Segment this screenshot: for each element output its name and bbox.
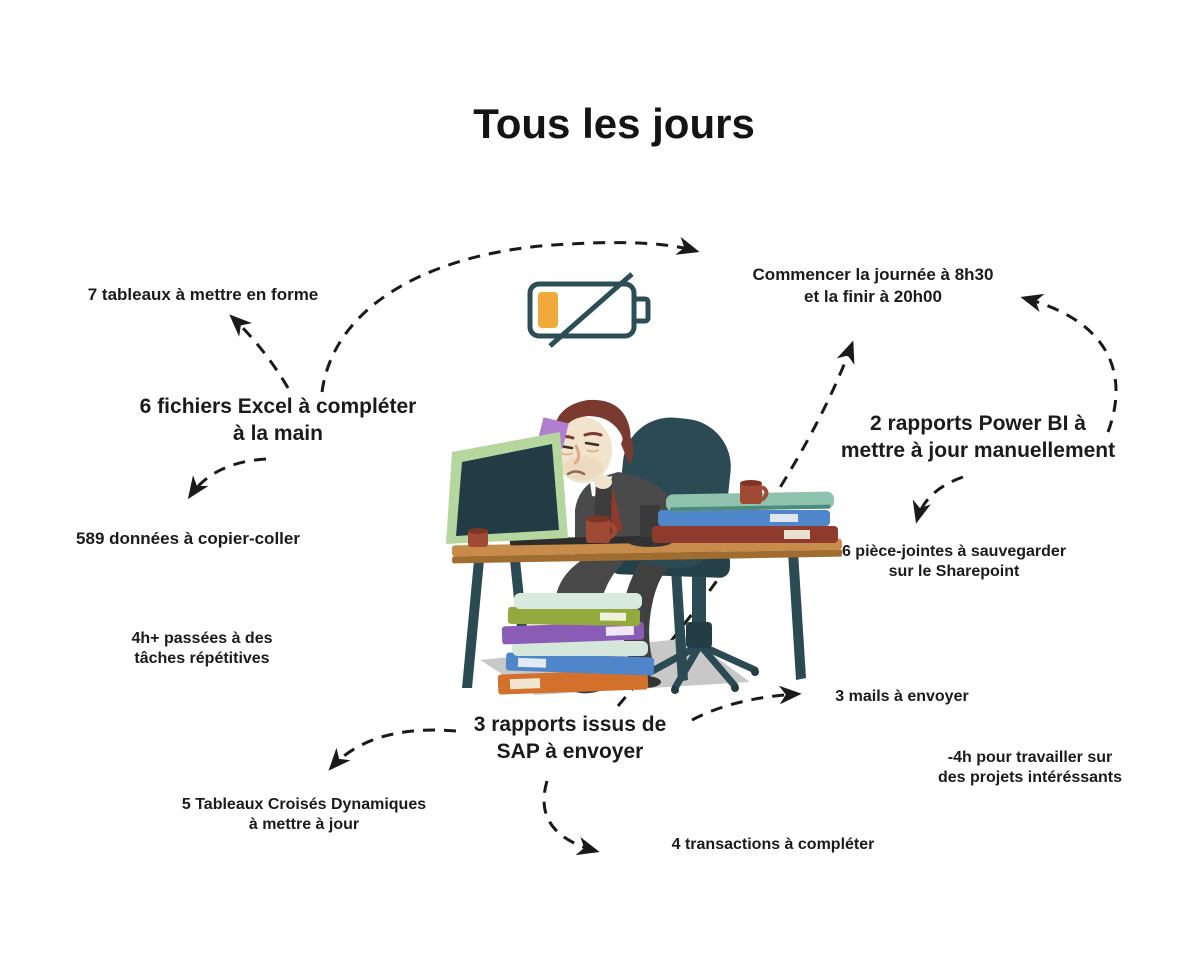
label-4-transactions: 4 transactions à compléter: [671, 836, 875, 853]
arrow-excel-to-donnees: [187, 457, 267, 500]
label-589-donnees: 589 données à copier-coller: [76, 529, 300, 548]
tired-office-worker-illustration: [446, 399, 843, 695]
page-title: Tous les jours: [473, 100, 755, 147]
arrow-powerbi-to-schedule: [1020, 293, 1118, 433]
label-3-mails: 3 mails à envoyer: [835, 688, 969, 705]
label-7-tableaux: 7 tableaux à mettre en forme: [87, 285, 319, 304]
label-6-piece-jointes: 6 pièce-jointes à sauvegarder sur le Sha…: [841, 543, 1067, 581]
arrow-powerbi-to-piecejointes: [912, 475, 964, 524]
label-2-rapports-powerbi: 2 rapports Power BI à mettre à jour manu…: [840, 412, 1116, 462]
worker-head: [552, 399, 634, 483]
binder-stack-desk: [652, 480, 838, 543]
binder-stack-floor: [497, 593, 655, 695]
label-moins-4h-projets: -4h pour travailler sur des projets inté…: [937, 749, 1123, 787]
label-3-rapports-sap: 3 rapports issus de SAP à envoyer: [473, 713, 667, 763]
label-4h-taches-repetitives: 4h+ passées à des tâches répétitives: [131, 630, 273, 668]
arrow-worker-to-mails: [691, 685, 802, 722]
low-battery-crossed-icon: [527, 272, 651, 348]
arrow-excel-to-schedule: [320, 236, 700, 393]
arrow-sap-to-transactions: [542, 780, 600, 856]
computer-monitor: [446, 432, 672, 547]
label-5-tcd: 5 Tableaux Croisés Dynamiques à mettre à…: [181, 796, 427, 834]
arrow-sap-to-tcd: [328, 728, 457, 771]
coffee-mug: [468, 515, 617, 547]
arrow-excel-to-tableaux: [229, 314, 290, 389]
label-commencer-journee: Commencer la journée à 8h30 et la finir …: [752, 265, 994, 306]
label-6-fichiers-excel: 6 fichiers Excel à compléter à la main: [139, 395, 417, 445]
